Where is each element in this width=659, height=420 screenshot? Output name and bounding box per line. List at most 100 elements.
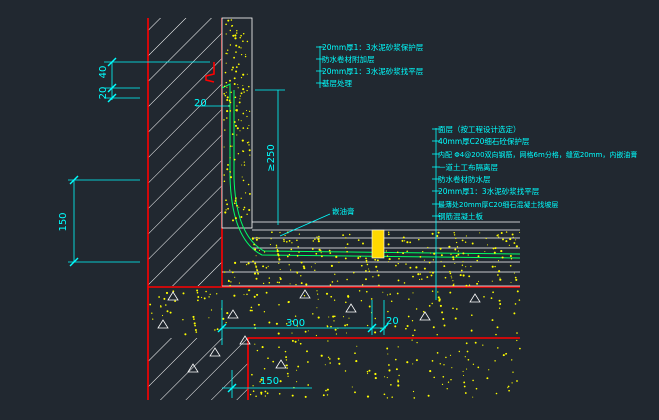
aggregate-dot [486, 244, 489, 246]
aggregate-dot [225, 91, 227, 93]
aggregate-dot [299, 342, 302, 345]
aggregate-dot [374, 317, 377, 320]
aggregate-dot [242, 208, 245, 211]
wall-hatch [148, 18, 222, 286]
aggregate-dot [459, 274, 462, 277]
aggregate-dot [296, 325, 299, 327]
aggregate-dot [268, 277, 271, 279]
aggregate-dot [257, 303, 260, 306]
aggregate-dot [351, 386, 353, 388]
aggregate-dot [229, 29, 232, 32]
aggregate-dot [227, 280, 230, 283]
aggregate-dot [197, 296, 200, 298]
aggregate-dot [334, 273, 336, 275]
aggregate-dot [248, 289, 250, 292]
aggregate-dot [266, 392, 269, 395]
aggregate-dot [278, 281, 281, 284]
aggregate-dot [324, 364, 326, 366]
floor-callout-1: 面层（按工程设计选定） [438, 124, 521, 134]
dim-left-height: 150 [58, 212, 69, 231]
aggregate-dot [427, 246, 429, 249]
aggregate-dot [182, 318, 184, 321]
aggregate-dot [244, 55, 247, 58]
aggregate-dot [275, 246, 277, 249]
aggregate-dot [232, 25, 234, 27]
aggregate-dot [366, 324, 369, 327]
aggregate-dot [370, 298, 373, 300]
aggregate-dot [454, 248, 457, 251]
aggregate-dot [431, 302, 433, 305]
aggregate-dot [422, 310, 425, 313]
aggregate-dot [223, 119, 225, 121]
aggregate-dot [397, 379, 399, 381]
aggregate-dot [465, 235, 467, 237]
aggregate-dot [316, 307, 318, 309]
aggregate-dot [472, 363, 475, 365]
aggregate-dot [229, 101, 232, 104]
aggregate-dot [201, 296, 203, 299]
aggregate-dot [516, 290, 519, 293]
aggregate-dot [397, 279, 400, 282]
aggregate-dot [387, 310, 389, 313]
aggregate-dot [417, 273, 420, 276]
aggregate-dot [407, 315, 410, 318]
aggregate-dot [395, 264, 397, 267]
aggregate-dot [357, 257, 360, 260]
aggregate-dot [499, 277, 501, 279]
floor-callout-7: 最薄处20mm厚C20细石混凝土找坡层 [438, 200, 558, 209]
aggregate-triangle [345, 303, 357, 313]
aggregate-dot [224, 129, 226, 131]
aggregate-dot [387, 353, 389, 355]
aggregate-dot [251, 309, 253, 312]
aggregate-dot [223, 85, 226, 88]
aggregate-dot [243, 164, 246, 166]
aggregate-dot [160, 305, 162, 308]
aggregate-dot [404, 240, 406, 242]
aggregate-dot [441, 383, 444, 386]
aggregate-dot [327, 340, 329, 342]
aggregate-dot [354, 391, 356, 394]
aggregate-dot [197, 299, 199, 302]
aggregate-dot [248, 141, 250, 143]
aggregate-dot [406, 241, 409, 244]
aggregate-dot [239, 130, 241, 132]
aggregate-dot [229, 44, 232, 46]
aggregate-dot [515, 239, 517, 241]
aggregate-dot [326, 388, 329, 391]
aggregate-dot [453, 283, 455, 285]
aggregate-dot [365, 278, 367, 281]
aggregate-dot [256, 236, 258, 239]
aggregate-dot [311, 248, 314, 250]
aggregate-dot [254, 248, 257, 251]
aggregate-dot [208, 317, 210, 319]
aggregate-dot [479, 232, 481, 234]
aggregate-dot [508, 389, 510, 392]
aggregate-dot [238, 46, 241, 48]
aggregate-dot [151, 312, 153, 314]
dim-upturn: ≥250 [266, 144, 277, 171]
aggregate-dot [384, 376, 386, 378]
aggregate-dot [507, 385, 510, 388]
aggregate-dot [314, 269, 316, 271]
aggregate-dot [334, 328, 337, 331]
aggregate-dot [317, 238, 320, 241]
aggregate-dot [333, 299, 336, 301]
aggregate-dot [275, 244, 278, 247]
aggregate-dot [457, 253, 460, 256]
aggregate-dot [289, 283, 291, 285]
wall-callout-3: 20mm厚1：3水泥砂浆找平层 [322, 66, 424, 76]
aggregate-dot [368, 268, 370, 270]
aggregate-dot [182, 292, 185, 295]
aggregate-dot [318, 235, 320, 238]
aggregate-dot [492, 247, 495, 250]
aggregate-dot [512, 236, 514, 238]
aggregate-dot [235, 196, 237, 199]
aggregate-dot [390, 300, 393, 303]
aggregate-dot [387, 243, 390, 246]
aggregate-dot [375, 265, 378, 268]
aggregate-dot [412, 390, 415, 393]
aggregate-dot [284, 350, 287, 353]
aggregate-dot [252, 390, 255, 393]
aggregate-dot [346, 323, 349, 326]
aggregate-dot [251, 373, 253, 376]
